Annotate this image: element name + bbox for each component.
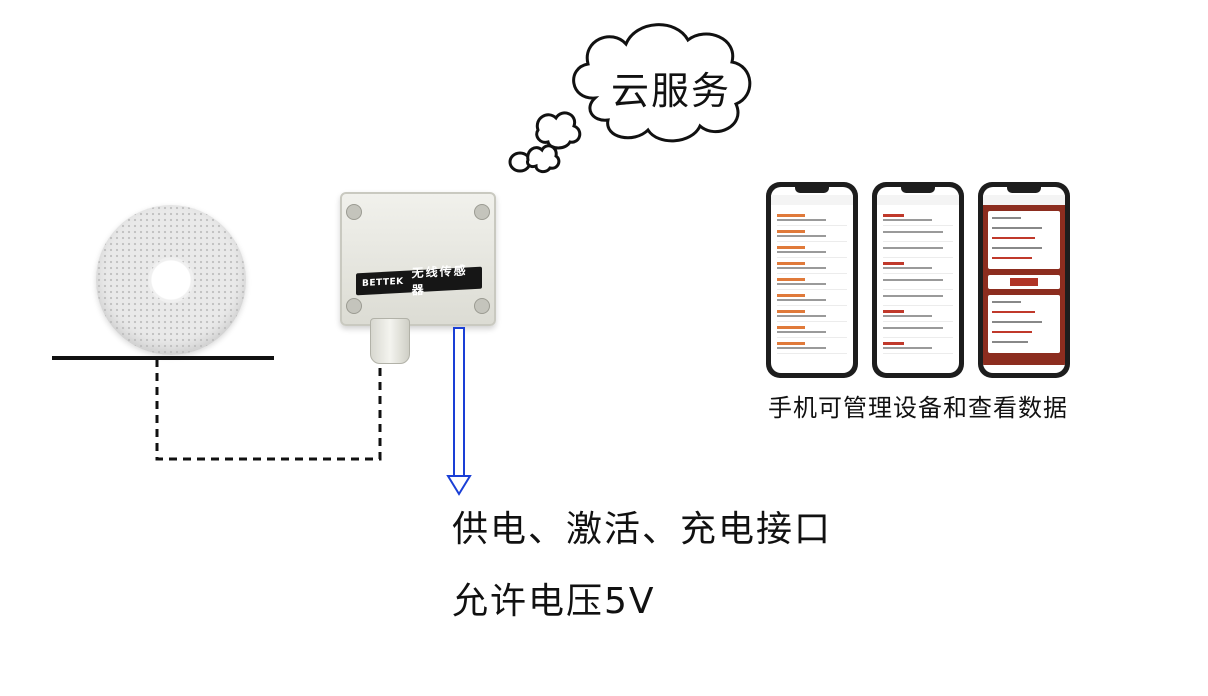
device-name-label: 无线传感器	[411, 263, 468, 298]
screw-icon	[474, 298, 490, 314]
cloud-service-bubble	[508, 23, 752, 174]
ceiling-sensor-image	[96, 205, 246, 355]
wireless-sensor-box: BETTEK 无线传感器	[340, 192, 496, 326]
cable-gland	[370, 318, 410, 364]
down-arrow-icon	[446, 327, 472, 496]
voltage-description: 允许电压5V	[452, 581, 656, 622]
phone-screenshot-alarm-detail	[978, 182, 1070, 378]
cloud-service-label: 云服务	[610, 69, 731, 113]
screw-icon	[346, 298, 362, 314]
screw-icon	[474, 204, 490, 220]
ceiling-line	[52, 356, 274, 360]
power-port-description: 供电、激活、充电接口	[452, 509, 833, 550]
dashed-wire	[155, 359, 382, 461]
phones-caption: 手机可管理设备和查看数据	[768, 394, 1068, 422]
phone-screenshot-device-list	[872, 182, 964, 378]
box-label-plate: BETTEK 无线传感器	[356, 263, 482, 297]
brand-logo: BETTEK	[362, 276, 404, 289]
phone-screenshot-alarm-list	[766, 182, 858, 378]
screw-icon	[346, 204, 362, 220]
